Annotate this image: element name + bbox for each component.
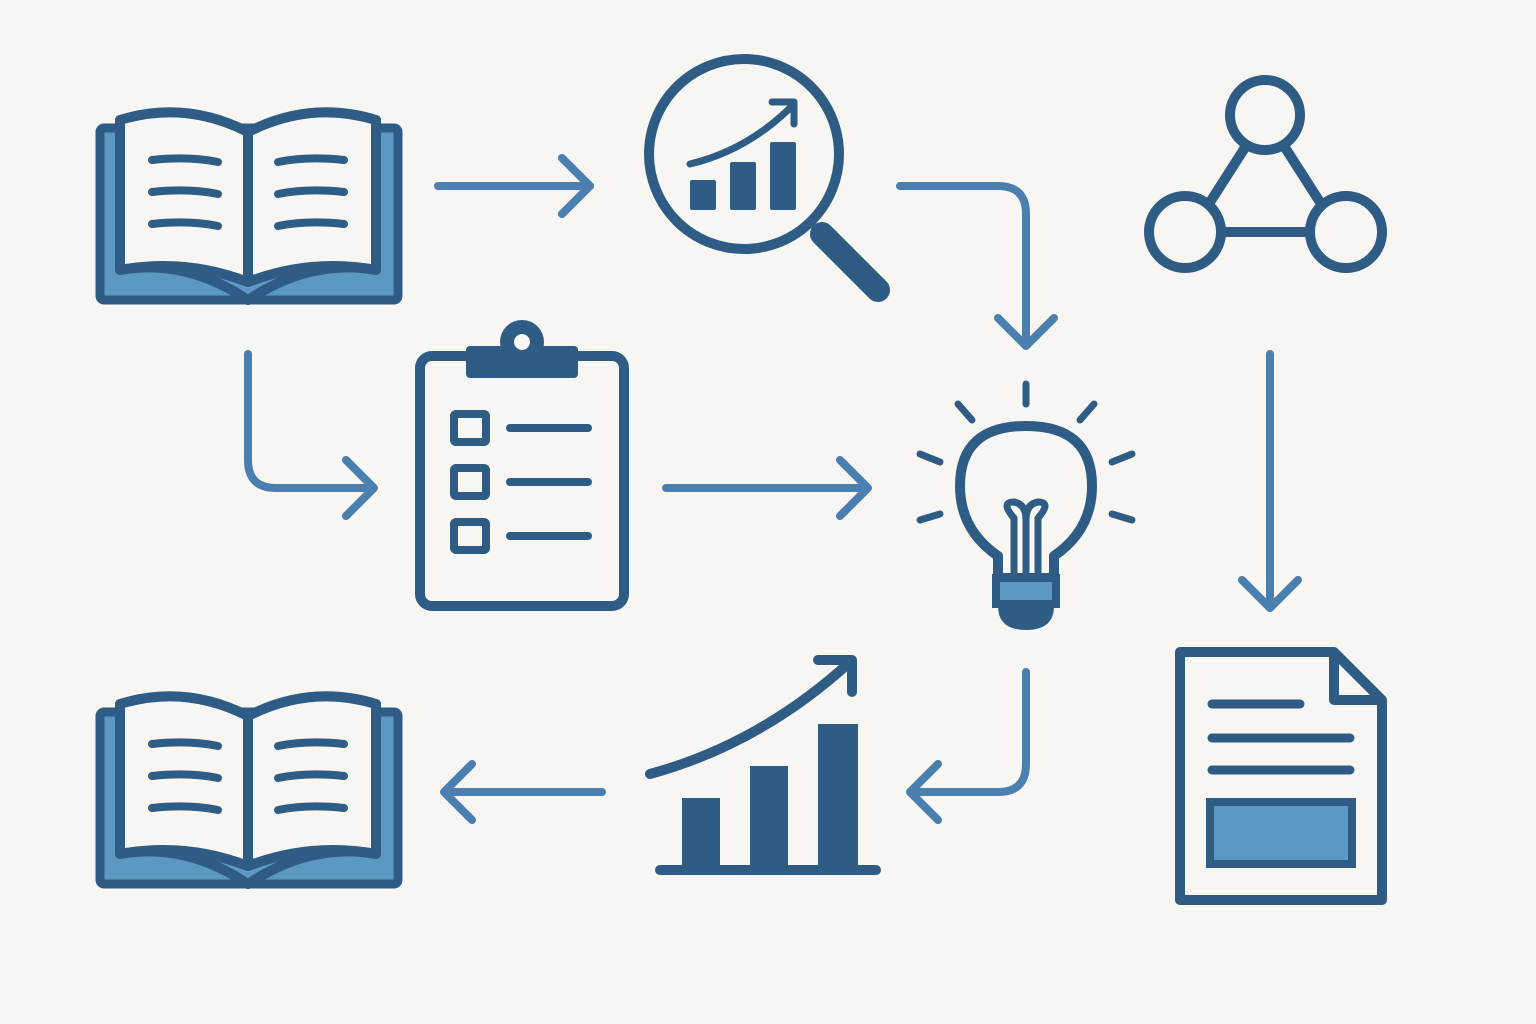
network-nodes-icon [1144, 75, 1387, 273]
document-page-icon [1175, 647, 1387, 905]
arrow-lightbulb-to-chart [906, 668, 1030, 824]
arrow-network-to-document [1238, 350, 1302, 612]
lightbulb-idea-icon [916, 380, 1136, 630]
magnifying-glass-growth-chart-icon [644, 54, 890, 302]
open-book-icon [95, 691, 403, 889]
bar-chart-growth-icon [645, 655, 881, 875]
arrow-clipboard-to-lightbulb [662, 456, 872, 520]
arrow-chart-to-book [440, 760, 606, 824]
open-book-icon [95, 107, 403, 305]
arrow-book-to-magnifier [434, 154, 594, 218]
arrow-book-to-clipboard [244, 350, 378, 520]
checklist-clipboard-icon [415, 320, 629, 611]
arrow-magnifier-to-lightbulb [896, 182, 1058, 350]
